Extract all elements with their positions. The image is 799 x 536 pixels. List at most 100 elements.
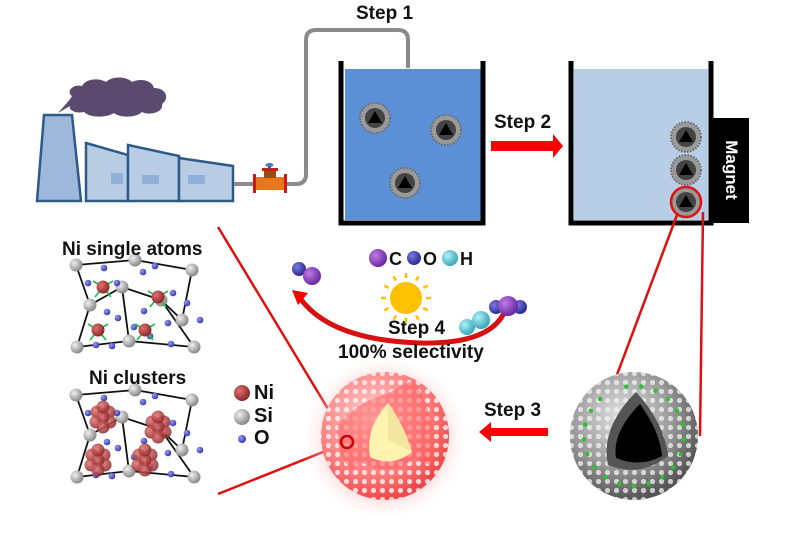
si-atom [185, 263, 199, 277]
ni-cluster-atom [96, 410, 110, 424]
si-atom [185, 393, 199, 407]
o-atom [100, 264, 108, 272]
si-atom [187, 340, 201, 354]
ni-cluster-atom [96, 420, 110, 434]
legend-c-label: C [389, 249, 402, 269]
nanoparticles [359, 102, 702, 218]
o-atom [151, 392, 159, 400]
factory-building-2 [126, 143, 181, 203]
si-atom [69, 388, 83, 402]
o-atom [140, 437, 148, 445]
nanoparticle [359, 102, 391, 134]
smoke-cloud [58, 77, 167, 117]
o-atom [164, 449, 172, 457]
legend-h-ball [442, 250, 458, 266]
ni-cluster-atom [91, 453, 105, 467]
o-atom [108, 342, 116, 350]
core-shell-sphere [570, 372, 698, 500]
nanoparticle [670, 154, 702, 186]
legend-o-mol-label: O [423, 249, 438, 269]
legend-o-ball [407, 251, 421, 265]
legend-c-ball [369, 249, 387, 267]
ni-cluster-atom [96, 400, 110, 414]
si-atom [70, 470, 84, 484]
activated-sphere [300, 353, 470, 523]
si-atom [69, 258, 83, 272]
o-atom [108, 472, 116, 480]
h2-molecule [459, 311, 490, 335]
magnet-label: Magnet [722, 140, 741, 200]
o-atom [103, 438, 111, 446]
o-atom [113, 279, 121, 287]
factory-building-3 [177, 156, 235, 203]
sun-icon [381, 273, 431, 323]
si-atom [83, 428, 97, 442]
ni-cluster-atom [138, 453, 152, 467]
si-atom [187, 470, 201, 484]
ni-single-atoms-structure [69, 253, 204, 354]
si-atom [128, 253, 142, 267]
ni-cluster-atom [151, 430, 165, 444]
o-atom [100, 394, 108, 402]
step1-label: Step 1 [356, 3, 414, 24]
o-atom [164, 319, 172, 327]
o-atom [196, 316, 204, 324]
o-atom [103, 308, 111, 316]
legend-o-label: O [254, 427, 270, 449]
highlight-circle-particle [669, 185, 703, 219]
o-atom [114, 314, 122, 322]
selectivity-label: 100% selectivity [338, 342, 484, 363]
o-atom [84, 279, 92, 287]
o-atom [183, 429, 191, 437]
ni-cluster-atom [138, 463, 152, 477]
single-atoms-title: Ni single atoms [62, 239, 203, 260]
nanoparticle [389, 167, 421, 199]
o-atom [139, 268, 147, 276]
o-atom [114, 444, 122, 452]
step2-label: Step 2 [494, 112, 552, 133]
co-molecule [292, 262, 321, 285]
co2-molecule [489, 296, 527, 316]
ni-atom [96, 280, 110, 294]
ni-cluster-atom [91, 463, 105, 477]
ni-cluster-atom [151, 420, 165, 434]
o-atom [169, 289, 177, 297]
ni-cluster-atom [138, 443, 152, 457]
smokestack [35, 113, 83, 203]
ni-cluster-atom [91, 443, 105, 457]
legend-si-label: Si [254, 405, 273, 427]
magnet [713, 118, 749, 223]
o-atom [151, 262, 159, 270]
legend-o-atom-ball [238, 435, 246, 443]
o-atom [196, 446, 204, 454]
ni-cluster-atom [151, 410, 165, 424]
legend-ni-label: Ni [254, 382, 274, 404]
si-atom [122, 334, 136, 348]
clusters-title: Ni clusters [89, 368, 187, 389]
nanoparticle [670, 121, 702, 153]
si-atom [70, 340, 84, 354]
legend-si-ball [234, 409, 250, 425]
step4-curved-arrow [297, 296, 511, 346]
o-atom [139, 398, 147, 406]
zoom-line-right [698, 211, 705, 437]
beaker-1 [338, 61, 486, 226]
si-atom [128, 383, 142, 397]
step3-label: Step 3 [484, 400, 542, 421]
step4-label: Step 4 [388, 318, 446, 339]
o-atom [84, 409, 92, 417]
o-atom [167, 340, 175, 348]
ni-clusters-structure [69, 383, 204, 484]
step3-arrow [479, 422, 548, 442]
legend-ni-ball [234, 385, 250, 401]
factory-building-1 [84, 141, 130, 203]
legend-h-label: H [460, 249, 473, 269]
si-atom [83, 298, 97, 312]
factory-icon [35, 77, 235, 203]
o-atom [169, 419, 177, 427]
o-atom [92, 341, 100, 349]
valve-icon[interactable] [253, 163, 287, 193]
ni-atom [138, 323, 152, 337]
o-atom [183, 299, 191, 307]
